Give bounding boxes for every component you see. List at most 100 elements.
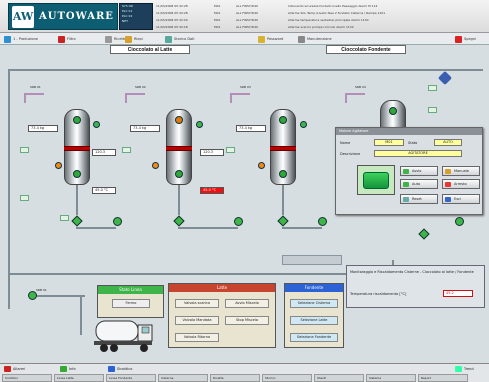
recipes-icon [105,35,112,43]
tanker-truck-icon [94,320,153,352]
tank-value[interactable]: 73.4 kg [236,125,266,132]
aux-box[interactable] [20,147,29,153]
alarms-button[interactable]: Allarmi [4,365,25,373]
alarm-row[interactable]: 11/03/2008 05:32:28 M01 ALL FIRST/D40 Al… [156,11,481,17]
motor-icon[interactable] [234,217,243,226]
outlet-pipe [178,227,238,229]
summary-icon [125,35,132,43]
alarm-text: Allarme SCL Temp./Livello fase 2 fondell… [288,11,386,15]
return-valve-button[interactable]: Valvola Ritorno [175,333,219,342]
toolbar-maintenance[interactable]: Manutenzione [298,34,332,44]
truck-pipe [30,295,85,297]
manual-button[interactable]: Manuale [442,166,480,176]
heating-band [270,146,296,151]
trend-button[interactable]: Trend [455,365,474,373]
alarm-list[interactable]: 11/03/2008 05:32:28 M01 ALL FIRST/D40 In… [156,2,481,32]
line-status-header: Stato Linea [98,286,163,294]
status-line: PLC 01 [122,9,133,13]
key-icon [258,35,265,43]
tab-users[interactable]: Utenti [314,374,364,382]
tab-history[interactable]: Storico [262,374,312,382]
toolbar-history[interactable]: Storico Dati [165,34,195,44]
alarm-row[interactable]: 11/03/2008 05:32:28 M01 ALL FIRST/D40 In… [156,4,481,10]
select-tank-button[interactable]: Selezione Cisterna [290,299,338,308]
logo-mark: AW [12,6,34,28]
motor-icon[interactable] [455,217,464,226]
power-icon [455,35,462,43]
tank-value[interactable]: 120.3 [92,149,116,156]
monitor-value[interactable]: 45.2 [443,290,473,297]
pump-icon[interactable] [71,215,83,227]
tab-report[interactable]: Report [418,374,468,382]
truck-valve-tag: SRB 01 [36,288,47,292]
motor-icon[interactable] [318,217,327,226]
toolbar-summary[interactable]: Riepi [125,34,143,44]
toolbar-filter[interactable]: Filtro [58,34,76,44]
feed-pipe [24,93,44,95]
aux-box[interactable] [226,147,235,153]
synoptic-button[interactable]: Sinottico [108,365,132,373]
toolbar-password[interactable]: Password [258,34,283,44]
heating-band [64,146,90,151]
tank-value[interactable]: 120.3 [200,149,224,156]
stop-motor-button[interactable]: Arresto [442,179,480,189]
aux-box[interactable] [20,195,29,201]
alarm-text: Allarme scarico pompa ricircolo Alarm 11… [288,25,354,29]
aux-box[interactable] [122,147,131,153]
line-status-box: Stato Linea Fermo [97,285,164,318]
plant-synoptic: Cioccolato al Latte Cioccolato Fondente … [0,45,489,363]
logo-name: AUTOWARE [39,11,114,22]
motor-icon[interactable] [113,217,122,226]
tank-value-alarm[interactable]: 45.0 °C [200,187,224,194]
tank-3[interactable] [270,109,296,185]
autoware-logo: AW AUTOWARE [8,3,118,30]
stop-mix-button[interactable]: Stop Miscela [225,316,269,325]
tank-value[interactable]: 73.4 kg [28,125,58,132]
tab-recipes[interactable]: Ricette [210,374,260,382]
outlet-pipe [178,185,180,215]
toolbar-production[interactable]: 1 - Produzione [4,34,38,44]
valve-indicator [300,121,307,128]
tank-1[interactable] [64,109,90,185]
alarm-code: M01 [214,25,221,29]
toolbar-recipes[interactable]: Ricette [105,34,126,44]
tab-system[interactable]: Sistema [366,374,416,382]
tank-value[interactable]: 73.4 kg [130,125,160,132]
toolbar-shutdown[interactable]: Spegni [455,34,476,44]
alarm-row[interactable]: 11/03/2008 05:32:18 M01 ALL FIRST/D40 Al… [156,25,481,31]
tab-dark-line[interactable]: Linea Fondente [106,374,156,382]
alarm-indicator [152,162,159,169]
info-button[interactable]: Info [60,365,76,373]
discharge-valve-button[interactable]: Valvola scarico [175,299,219,308]
start-button[interactable]: Avvio [400,166,438,176]
tank-2[interactable] [166,109,192,185]
tab-milk-line[interactable]: Linea Latte [54,374,104,382]
truck-pump-icon[interactable] [28,291,37,300]
delivery-valve-button[interactable]: Valvola Mandata [175,316,219,325]
tab-synoptic[interactable]: Sinottico [2,374,52,382]
tab-tanks[interactable]: Cisterne [158,374,208,382]
exit-button[interactable]: Esci [442,194,480,204]
start-mix-button[interactable]: Avvio Miscela [225,299,269,308]
reset-button[interactable]: Reset [400,194,438,204]
aux-box[interactable] [60,215,69,221]
status-line: NET [122,19,128,23]
aux-box[interactable] [428,107,437,113]
blue-valve-icon[interactable] [437,70,453,86]
alarm-tag: ALL FIRST/D40 [236,18,258,22]
pump-icon[interactable] [418,228,430,240]
tank-value[interactable]: 45.0 °C [92,187,116,194]
section-dark-chocolate[interactable]: Cioccolato Fondente [326,45,406,54]
desc-field: AGITATORE [374,150,462,157]
stop-button[interactable]: Fermo [112,299,150,308]
pump-icon[interactable] [277,215,289,227]
aux-box[interactable] [428,85,437,91]
select-milk-button[interactable]: Selezione Latte [290,316,338,325]
auto-button[interactable]: Auto [400,179,438,189]
pump-icon[interactable] [173,215,185,227]
select-dark-button[interactable]: Selezione Fondente [290,333,338,342]
section-milk-chocolate[interactable]: Cioccolato al Latte [110,45,190,54]
alarm-row[interactable]: 11/03/2008 05:32:20 M01 ALL FIRST/D40 Al… [156,18,481,24]
motor-graphic [357,165,395,195]
status-line: PLC 02 [122,14,133,18]
